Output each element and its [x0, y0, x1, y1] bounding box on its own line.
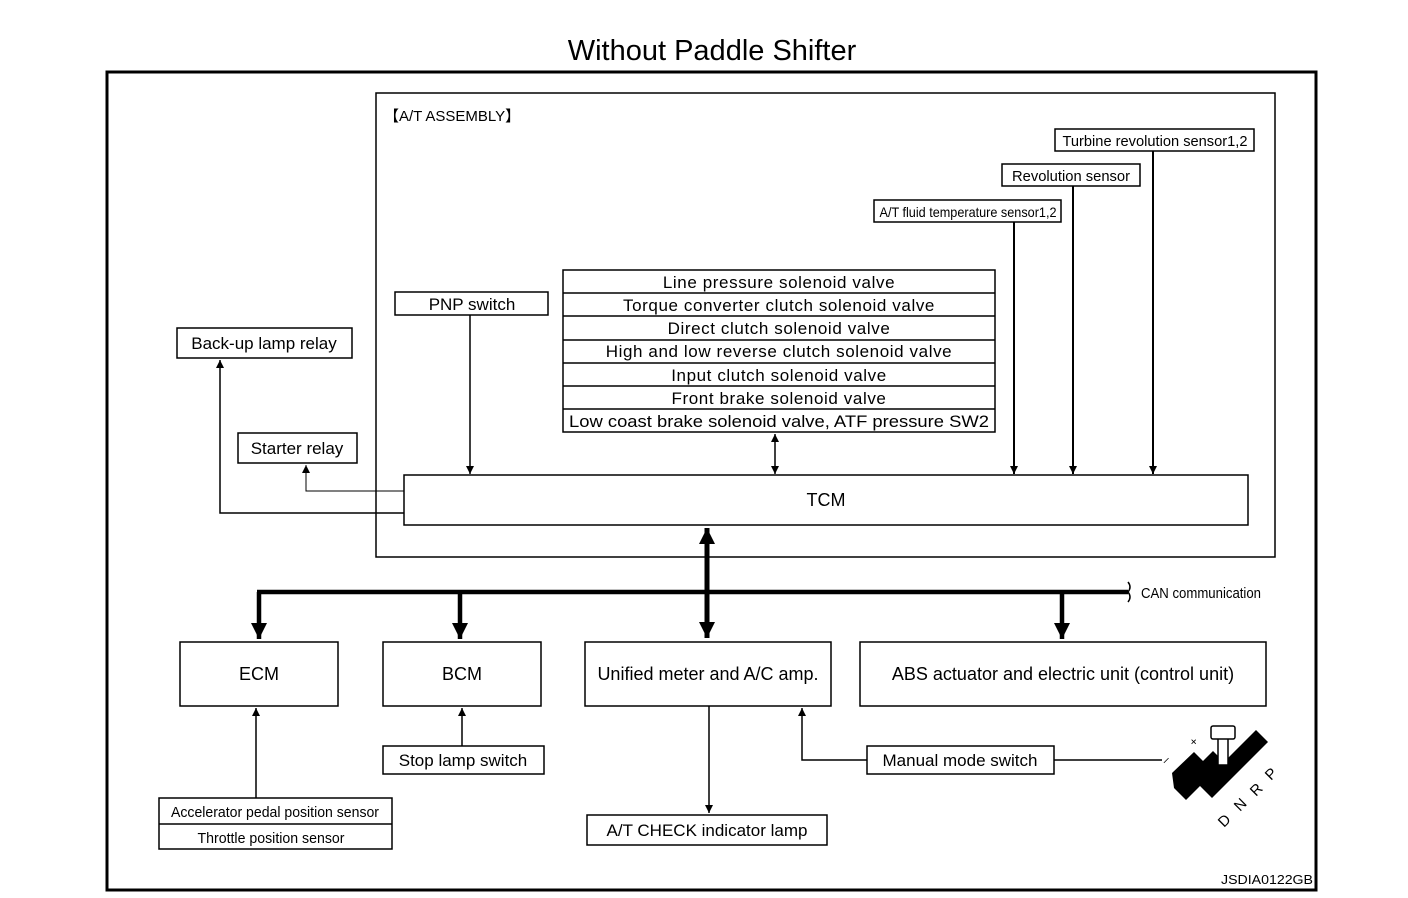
revolution-sensor: Revolution sensor: [1001, 163, 1141, 187]
solenoid-direct-clutch: Direct clutch solenoid valve: [668, 319, 891, 338]
unified-meter-label: Unified meter and A/C amp.: [597, 664, 818, 684]
shifter-position-p: P: [1262, 765, 1281, 784]
starter-relay-label: Starter relay: [251, 439, 344, 458]
ecm-box: ECM: [179, 641, 339, 707]
pnp-switch: PNP switch: [394, 291, 549, 316]
accelerator-sensor-stack: Accelerator pedal position sensor Thrott…: [158, 797, 393, 850]
document-code: JSDIA0122GB: [1221, 872, 1313, 887]
manual-mode-switch-label: Manual mode switch: [883, 751, 1038, 770]
accelerator-pedal-sensor-label: Accelerator pedal position sensor: [171, 804, 379, 821]
unified-meter-box: Unified meter and A/C amp.: [584, 641, 832, 707]
bcm-label: BCM: [442, 664, 482, 684]
solenoid-front-brake: Front brake solenoid valve: [672, 389, 887, 408]
solenoid-high-low-reverse: High and low reverse clutch solenoid val…: [606, 342, 952, 361]
turbine-revolution-sensor: Turbine revolution sensor1,2: [1054, 128, 1255, 152]
backup-lamp-relay-arrow: [216, 360, 404, 514]
shifter-position-minus: –: [1158, 752, 1173, 767]
shifter-position-r: R: [1247, 780, 1267, 800]
manual-mode-switch-arrow: [798, 708, 867, 761]
ecm-label: ECM: [239, 664, 279, 684]
can-communication-label: CAN communication: [1141, 585, 1261, 602]
revolution-sensor-label: Revolution sensor: [1012, 168, 1130, 185]
starter-relay: Starter relay: [237, 432, 358, 464]
pnp-switch-label: PNP switch: [429, 295, 516, 314]
shifter-position-plus: +: [1186, 734, 1201, 749]
solenoid-torque-converter: Torque converter clutch solenoid valve: [623, 296, 935, 315]
abs-box: ABS actuator and electric unit (control …: [859, 641, 1267, 707]
fluid-temperature-sensor: A/T fluid temperature sensor1,2: [873, 199, 1062, 223]
backup-lamp-relay-label: Back-up lamp relay: [191, 334, 337, 353]
shift-lever-icon: P R N D + –: [1158, 725, 1281, 831]
at-check-indicator-lamp-label: A/T CHECK indicator lamp: [607, 821, 808, 840]
stop-lamp-switch-label: Stop lamp switch: [399, 751, 528, 770]
can-bus-end: [1127, 581, 1131, 603]
solenoid-valve-stack: Line pressure solenoid valve Torque conv…: [562, 269, 996, 433]
solenoid-input-clutch: Input clutch solenoid valve: [671, 366, 887, 385]
fluid-temperature-sensor-label: A/T fluid temperature sensor1,2: [880, 204, 1057, 220]
abs-label: ABS actuator and electric unit (control …: [892, 664, 1234, 684]
at-assembly-label: 【A/T ASSEMBLY】: [384, 108, 520, 125]
shifter-position-d: D: [1215, 811, 1235, 831]
tcm-box: TCM: [403, 474, 1249, 526]
backup-lamp-relay: Back-up lamp relay: [176, 327, 353, 359]
diagram-title: Without Paddle Shifter: [568, 35, 857, 67]
solenoid-low-coast-brake: Low coast brake solenoid valve, ATF pres…: [569, 412, 989, 431]
at-assembly-frame: [375, 92, 1276, 558]
stop-lamp-switch: Stop lamp switch: [382, 745, 545, 775]
outer-frame: [105, 70, 1318, 892]
starter-relay-arrow: [302, 465, 404, 492]
manual-mode-switch: Manual mode switch: [866, 745, 1055, 775]
at-check-indicator-lamp: A/T CHECK indicator lamp: [586, 814, 828, 846]
throttle-position-sensor-label: Throttle position sensor: [198, 830, 345, 847]
tcm-label: TCM: [807, 490, 846, 510]
turbine-revolution-sensor-label: Turbine revolution sensor1,2: [1063, 133, 1248, 150]
solenoid-line-pressure: Line pressure solenoid valve: [663, 273, 895, 292]
bcm-box: BCM: [382, 641, 542, 707]
shifter-position-n: N: [1231, 795, 1251, 815]
